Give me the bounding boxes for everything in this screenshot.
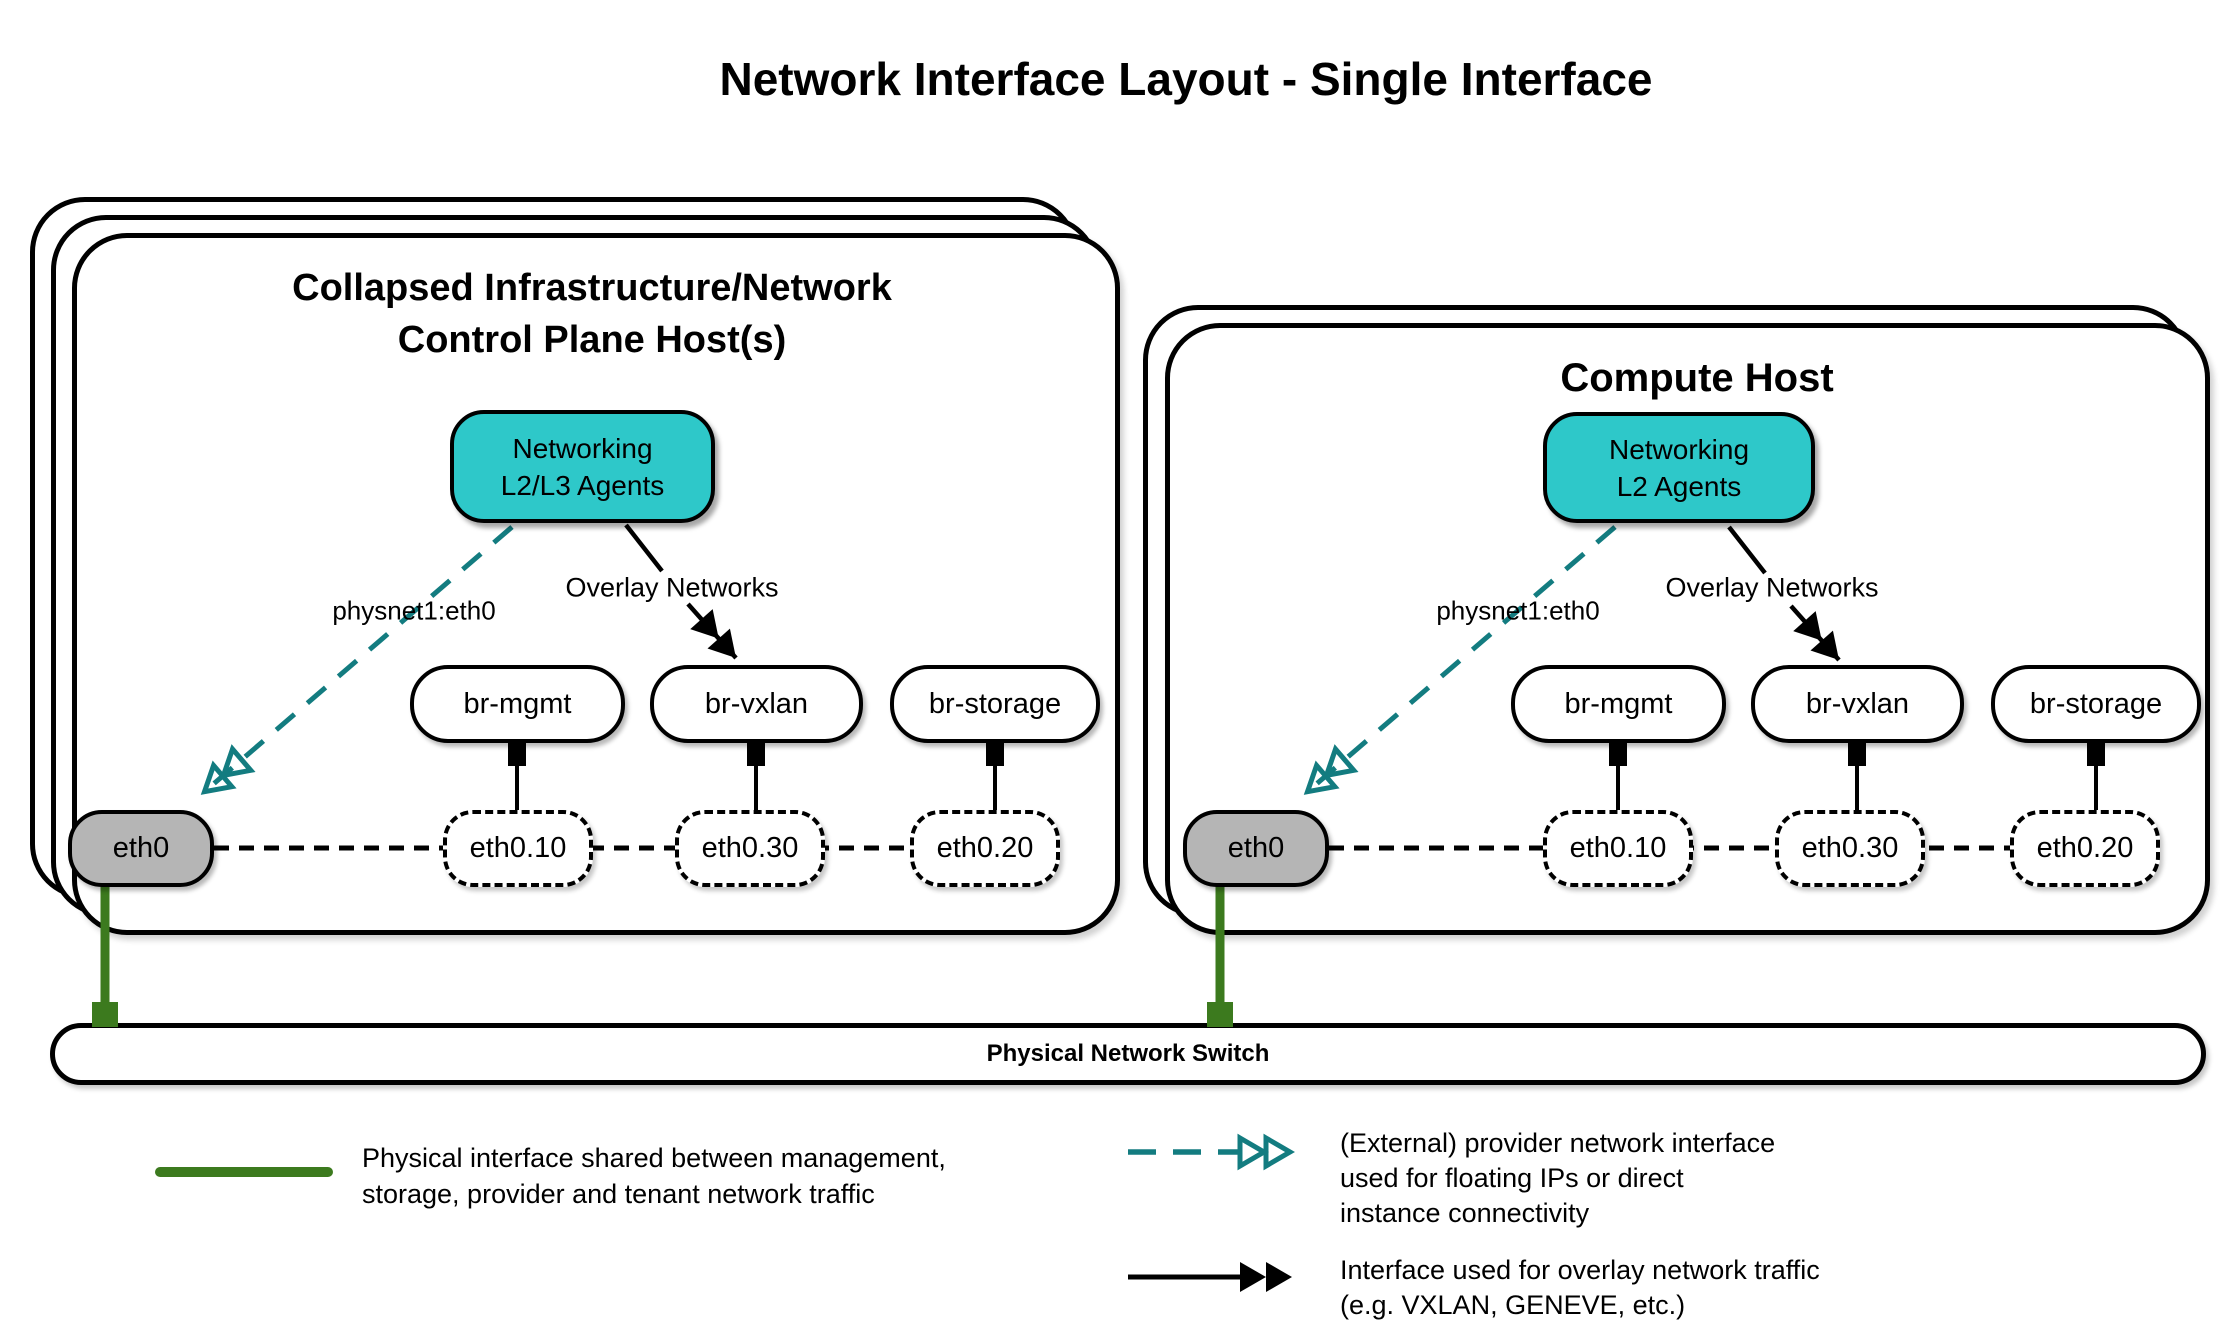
legend-provider-arrow-swatch [1128, 1133, 1295, 1171]
physical-network-switch: Physical Network Switch [50, 1023, 2206, 1085]
bridge-br-storage-left: br-storage [890, 665, 1100, 743]
overlay-networks-label-right: Overlay Networks [1665, 572, 1879, 603]
networking-agents-right-line1: Networking [1608, 433, 1750, 465]
legend-overlay-line2: (e.g. VXLAN, GENEVE, etc.) [1340, 1290, 1686, 1320]
vlan-eth0-30-left: eth0.30 [675, 810, 825, 887]
vlan-eth0-30-right: eth0.30 [1775, 810, 1925, 887]
legend-physical-text: Physical interface shared between manage… [362, 1140, 946, 1212]
control-plane-host-title: Collapsed Infrastructure/Network Control… [292, 262, 892, 366]
eth0-right: eth0 [1183, 810, 1329, 887]
bridge-br-vxlan-right: br-vxlan [1751, 665, 1964, 743]
physical-network-switch-label: Physical Network Switch [986, 1040, 1270, 1067]
networking-agents-box-right: Networking L2 Agents [1543, 412, 1815, 523]
physnet-label-left: physnet1:eth0 [332, 595, 496, 626]
physnet-label-right: physnet1:eth0 [1436, 595, 1600, 626]
legend-provider-text: (External) provider network interface us… [1340, 1126, 1775, 1231]
legend-physical-line2: storage, provider and tenant network tra… [362, 1179, 875, 1209]
bridge-br-mgmt-left: br-mgmt [410, 665, 625, 743]
networking-agents-right-line2: L2 Agents [1616, 470, 1742, 502]
eth0-left: eth0 [68, 810, 214, 887]
compute-host-title: Compute Host [1560, 356, 1834, 400]
legend-physical-line1: Physical interface shared between manage… [362, 1143, 946, 1173]
vlan-eth0-10-right: eth0.10 [1543, 810, 1693, 887]
bridge-br-storage-right: br-storage [1991, 665, 2201, 743]
vlan-eth0-20-left: eth0.20 [910, 810, 1060, 887]
vlan-eth0-20-right: eth0.20 [2010, 810, 2160, 887]
networking-agents-box-left: Networking L2/L3 Agents [450, 410, 715, 523]
overlay-networks-label-left: Overlay Networks [565, 572, 779, 603]
legend-overlay-arrow-swatch [1128, 1262, 1292, 1292]
networking-agents-left-line2: L2/L3 Agents [500, 469, 665, 501]
legend-provider-line1: (External) provider network interface [1340, 1128, 1776, 1158]
legend-provider-line2: used for floating IPs or direct [1340, 1163, 1684, 1193]
vlan-eth0-10-left: eth0.10 [443, 810, 593, 887]
bridge-br-mgmt-right: br-mgmt [1511, 665, 1726, 743]
control-plane-host-title-line2: Control Plane Host(s) [397, 319, 787, 361]
control-plane-host-title-line1: Collapsed Infrastructure/Network [292, 267, 892, 309]
page-title: Network Interface Layout - Single Interf… [719, 53, 1653, 105]
legend-overlay-line1: Interface used for overlay network traff… [1340, 1255, 1820, 1285]
bridge-br-vxlan-left: br-vxlan [650, 665, 863, 743]
networking-agents-left-line1: Networking [512, 432, 653, 464]
legend-provider-line3: instance connectivity [1340, 1198, 1590, 1228]
legend-overlay-text: Interface used for overlay network traff… [1340, 1253, 1820, 1323]
